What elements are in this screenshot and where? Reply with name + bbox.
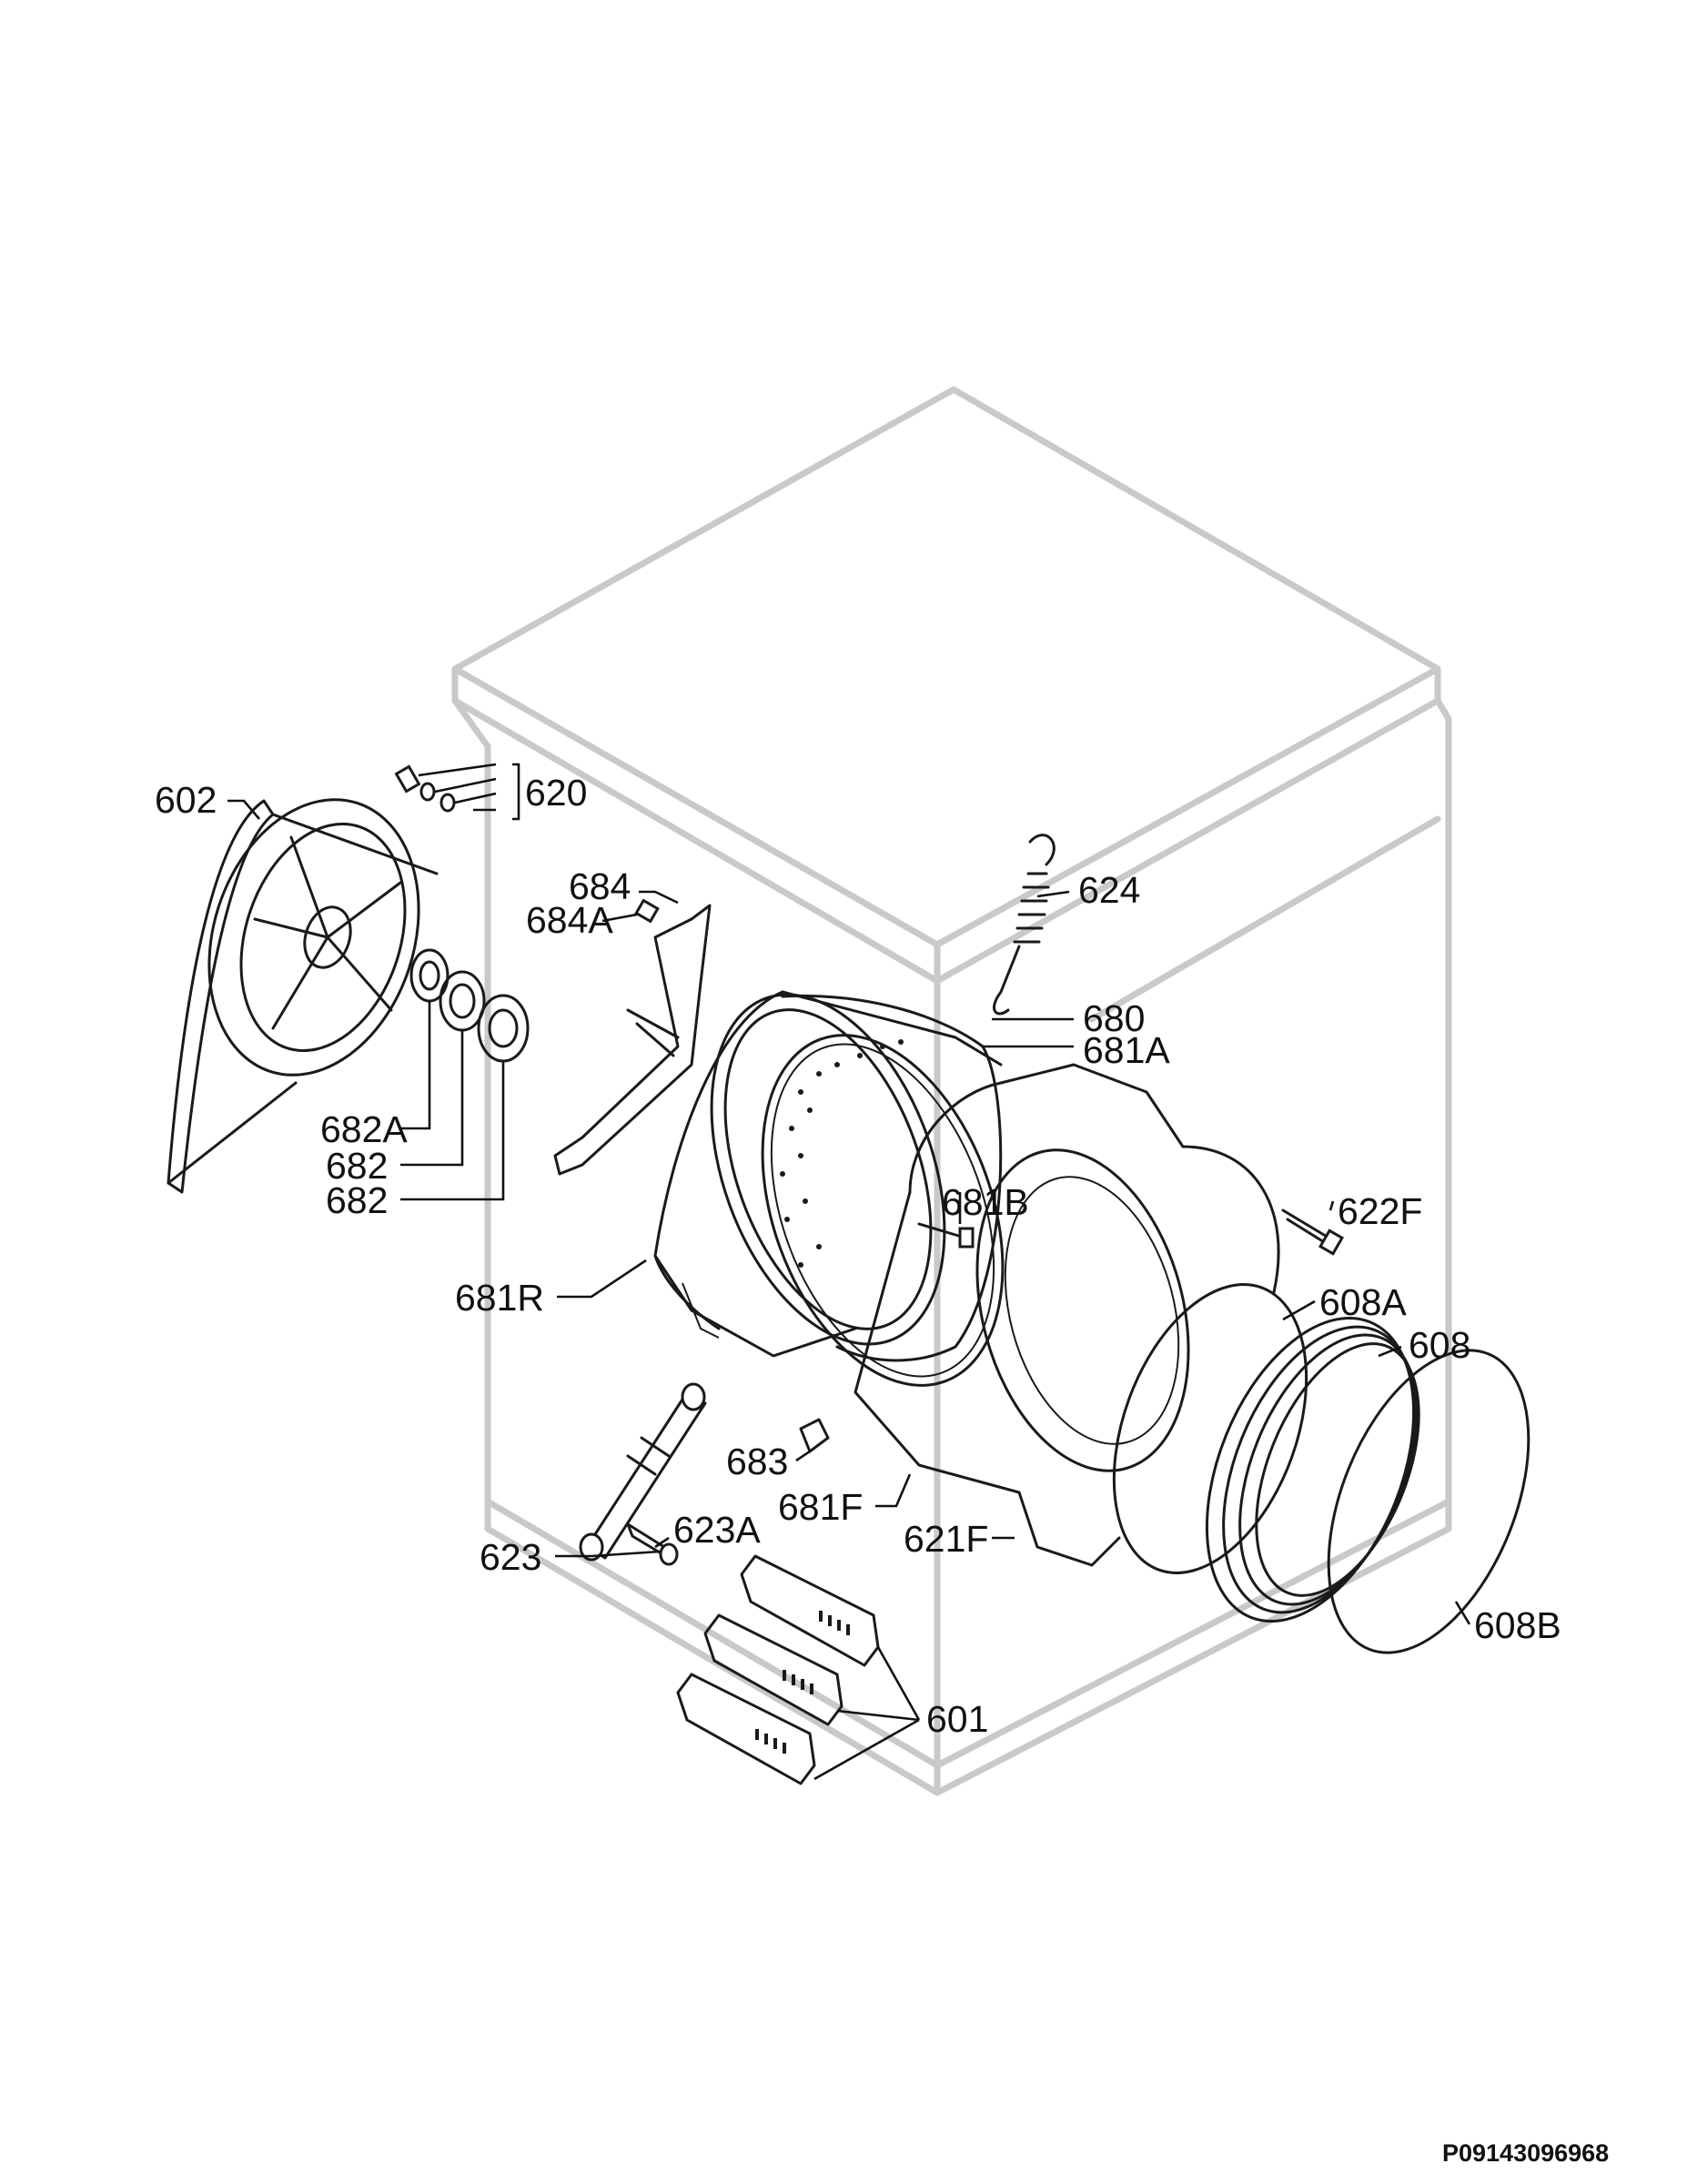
label-681R: 681R [455,1277,544,1319]
tub-screw [917,1222,975,1249]
label-602: 602 [155,779,217,821]
label-680: 680 [1083,997,1145,1039]
label-681F: 681F [778,1486,863,1528]
drive-belt [167,799,439,1194]
label-622F: 622F [1338,1190,1422,1232]
door-seal-wire-ring [1112,1283,1308,1574]
label-608A: 608A [1319,1281,1407,1323]
shock-absorber-pin [626,1522,679,1566]
tub-seal-ring [761,1034,1005,1387]
label-624: 624 [1078,869,1140,911]
suspension-spring [993,834,1056,1016]
drawing-code: P09143096968 [1442,2139,1609,2167]
leader-lines [227,763,1471,1781]
door-seal-outer-clamp [1327,1349,1530,1654]
label-682-a: 682 [326,1145,388,1187]
part-labels: 602 620 624 684 684A 680 681A 681B 622F … [155,772,1561,1740]
label-684: 684 [569,865,631,907]
label-601: 601 [926,1698,988,1740]
drum-paddles [676,1554,880,1785]
label-620: 620 [525,772,587,814]
shock-absorber [579,1382,707,1562]
washer-cabinet-outline [451,386,1452,1796]
label-608: 608 [1409,1324,1470,1366]
door-gasket [1205,1316,1420,1623]
inner-drum [710,993,1003,1362]
front-tub-half [854,1063,1280,1567]
hose-clip [799,1418,830,1453]
label-684A: 684A [526,899,613,941]
label-681A: 681A [1083,1029,1170,1071]
label-623: 623 [480,1536,541,1578]
drum-pulley [207,798,420,1077]
label-681B: 681B [942,1181,1029,1223]
tub-bracket [553,898,712,1176]
label-608B: 608B [1474,1604,1561,1646]
counterweight-screw [1281,1208,1344,1256]
label-682A: 682A [320,1108,408,1150]
pulley-screw-washers [394,764,456,813]
label-623A: 623A [673,1509,761,1551]
label-682-b: 682 [326,1179,388,1221]
label-683: 683 [726,1441,788,1482]
label-621F: 621F [904,1518,988,1560]
